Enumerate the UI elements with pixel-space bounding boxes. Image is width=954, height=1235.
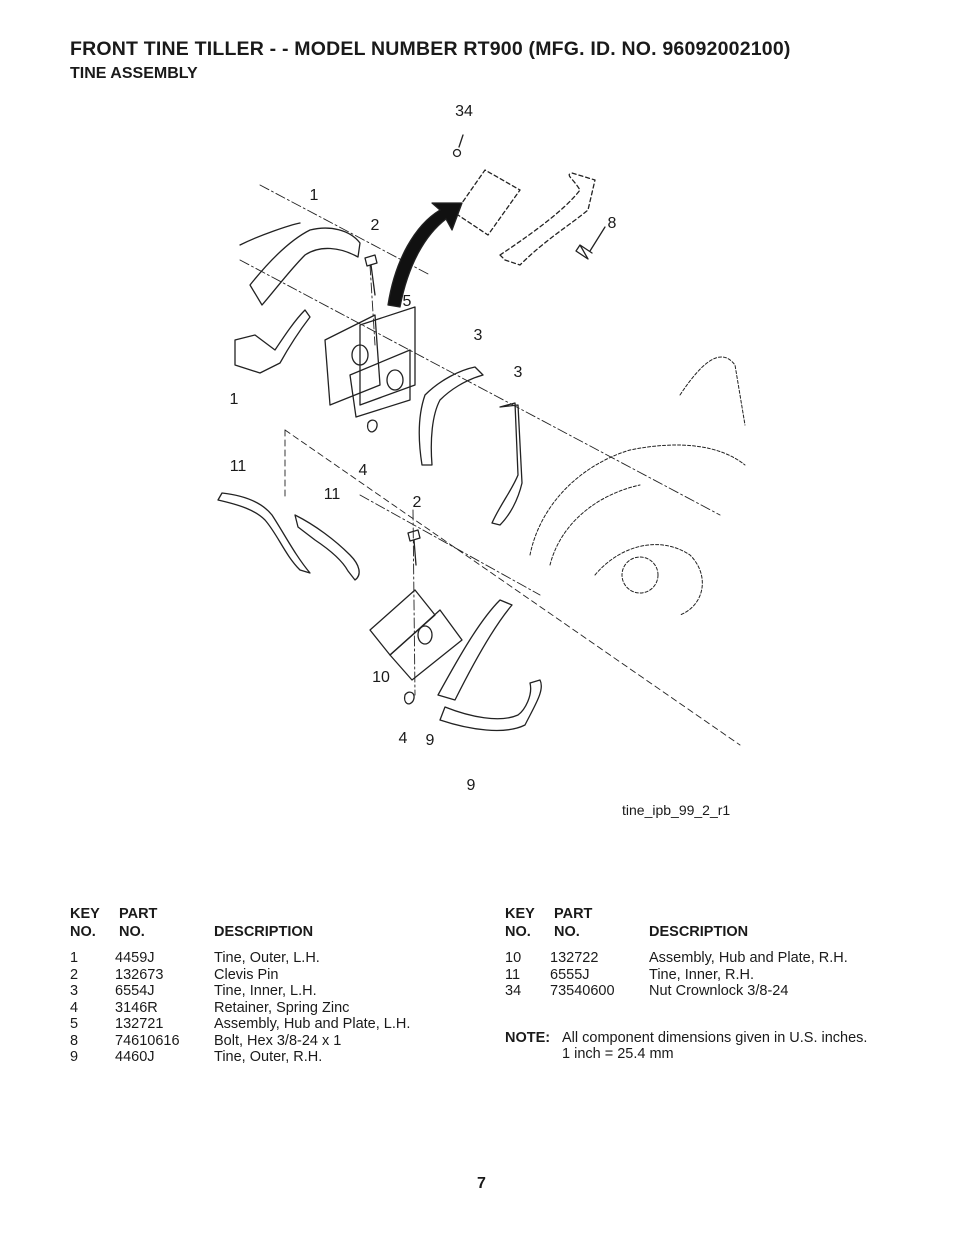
description-header: DESCRIPTION bbox=[649, 924, 749, 940]
part-no: 73540600 bbox=[550, 983, 615, 999]
part-no: 3146R bbox=[115, 999, 158, 1016]
description: Retainer, Spring Zinc bbox=[214, 999, 350, 1016]
exploded-view-drawing bbox=[217, 134, 746, 746]
table-row: 34 73540600 Nut Crownlock 3/8-24 bbox=[505, 983, 925, 1000]
key-no: 1 bbox=[70, 950, 79, 966]
table-row: 1 4459J Tine, Outer, L.H. bbox=[70, 950, 470, 967]
key-no: 34 bbox=[505, 983, 522, 999]
table-row: 9 4460J Tine, Outer, R.H. bbox=[70, 1049, 470, 1066]
callout-10: 10 bbox=[372, 669, 390, 686]
key-header-line1: KEY bbox=[70, 906, 100, 922]
description: Tine, Outer, R.H. bbox=[214, 1049, 323, 1065]
callout-11-right: 11 bbox=[323, 486, 341, 503]
part-no: 6554J bbox=[115, 983, 155, 999]
description-header: DESCRIPTION bbox=[214, 924, 314, 940]
callout-4-lower: 4 bbox=[398, 730, 408, 747]
table-header: KEY NO. PART NO. DESCRIPTION bbox=[505, 906, 925, 942]
note-label: NOTE: bbox=[505, 1030, 551, 1046]
part-no: 74610616 bbox=[115, 1032, 180, 1049]
table-row: 2 132673 Clevis Pin bbox=[70, 967, 470, 984]
table-header: KEY NO. PART NO. DESCRIPTION bbox=[70, 906, 470, 942]
callout-3-left: 3 bbox=[473, 327, 483, 344]
table-row: 4 3146R Retainer, Spring Zinc bbox=[70, 1000, 470, 1017]
callout-11-left: 11 bbox=[229, 458, 247, 475]
tine-assembly-diagram: 34 1 2 8 5 3 3 1 11 4 11 2 10 4 9 9 bbox=[200, 95, 760, 815]
callout-9-upper: 9 bbox=[425, 732, 435, 749]
part-header-line2: NO. bbox=[119, 924, 145, 940]
note-line-1: All component dimensions given in U.S. i… bbox=[562, 1030, 868, 1046]
callout-9-lower: 9 bbox=[466, 777, 476, 794]
key-no: 2 bbox=[70, 966, 79, 983]
callout-3-right: 3 bbox=[513, 364, 523, 381]
callout-2-lower: 2 bbox=[412, 494, 422, 511]
page-number: 7 bbox=[477, 1175, 486, 1192]
description: Clevis Pin bbox=[214, 966, 279, 983]
callout-34: 34 bbox=[455, 103, 473, 120]
description: Nut Crownlock 3/8-24 bbox=[649, 983, 789, 999]
part-no: 132722 bbox=[550, 950, 599, 966]
callout-8: 8 bbox=[607, 215, 617, 232]
description: Assembly, Hub and Plate, R.H. bbox=[649, 950, 848, 966]
callout-4-upper: 4 bbox=[358, 462, 368, 479]
description: Tine, Inner, L.H. bbox=[214, 983, 317, 999]
part-header-line2: NO. bbox=[554, 924, 580, 940]
callout-5: 5 bbox=[402, 293, 412, 310]
table-row: 11 6555J Tine, Inner, R.H. bbox=[505, 967, 925, 984]
dimension-note: NOTE: All component dimensions given in … bbox=[505, 1030, 867, 1062]
key-no: 11 bbox=[505, 966, 521, 983]
key-header-line2: NO. bbox=[505, 924, 531, 940]
figure-id: tine_ipb_99_2_r1 bbox=[622, 802, 731, 818]
key-header-line2: NO. bbox=[70, 924, 96, 940]
table-row: 3 6554J Tine, Inner, L.H. bbox=[70, 983, 470, 1000]
key-no: 8 bbox=[70, 1032, 79, 1049]
parts-table-right: KEY NO. PART NO. DESCRIPTION 10 132722 Ass… bbox=[505, 906, 925, 1000]
part-no: 4459J bbox=[115, 950, 155, 966]
description: Assembly, Hub and Plate, L.H. bbox=[214, 1016, 411, 1032]
key-no: 9 bbox=[70, 1049, 79, 1065]
part-no: 6555J bbox=[550, 966, 590, 983]
table-row: 8 74610616 Bolt, Hex 3/8-24 x 1 bbox=[70, 1033, 470, 1050]
description: Tine, Outer, L.H. bbox=[214, 950, 320, 966]
description: Tine, Inner, R.H. bbox=[649, 966, 755, 983]
description: Bolt, Hex 3/8-24 x 1 bbox=[214, 1032, 342, 1049]
section-subtitle: TINE ASSEMBLY bbox=[70, 65, 198, 82]
callout-1-lower: 1 bbox=[229, 391, 239, 408]
part-header-line1: PART bbox=[119, 906, 158, 922]
table-row: 10 132722 Assembly, Hub and Plate, R.H. bbox=[505, 950, 925, 967]
part-header-line1: PART bbox=[554, 906, 593, 922]
part-no: 132673 bbox=[115, 966, 164, 983]
callout-1-upper: 1 bbox=[309, 187, 319, 204]
key-no: 5 bbox=[70, 1016, 79, 1032]
table-row: 5 132721 Assembly, Hub and Plate, L.H. bbox=[70, 1016, 470, 1033]
page-title: FRONT TINE TILLER - - MODEL NUMBER RT900… bbox=[70, 38, 791, 60]
note-line-2: 1 inch = 25.4 mm bbox=[562, 1046, 674, 1062]
part-no: 132721 bbox=[115, 1016, 164, 1032]
key-no: 3 bbox=[70, 983, 79, 999]
key-no: 10 bbox=[505, 950, 522, 966]
parts-table-left: KEY NO. PART NO. DESCRIPTION 1 4459J Tine,… bbox=[70, 906, 470, 1066]
part-no: 4460J bbox=[115, 1049, 155, 1065]
callout-2-upper: 2 bbox=[370, 217, 380, 234]
key-no: 4 bbox=[70, 999, 79, 1016]
key-header-line1: KEY bbox=[505, 906, 535, 922]
